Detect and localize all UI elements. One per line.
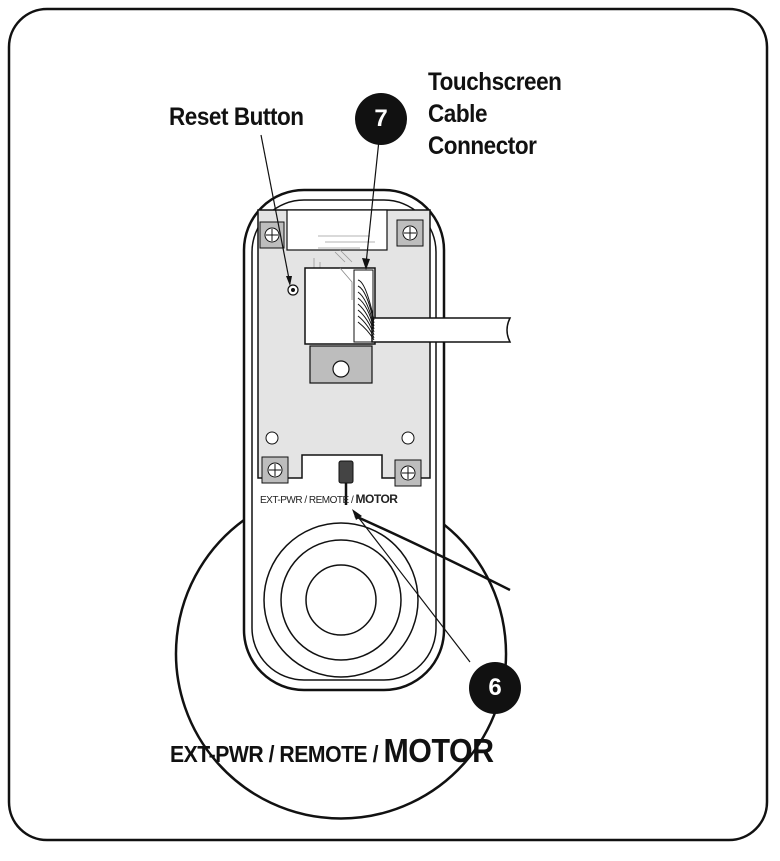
board-top-notch	[286, 209, 388, 251]
board-hole-left	[265, 431, 279, 445]
touchscreen-label-line1: Touchscreen	[428, 68, 562, 96]
housing-inner	[251, 199, 437, 681]
cable-wires	[357, 279, 375, 341]
board-hole-right	[401, 431, 415, 445]
callout-6: 6	[469, 662, 521, 714]
motor-cable-run	[354, 514, 511, 592]
motor-leader-line	[354, 512, 471, 663]
motor-connector	[338, 460, 354, 484]
touchscreen-cable	[371, 317, 512, 343]
connector-main-motor: MOTOR	[383, 732, 494, 769]
board-connector-motor: MOTOR	[355, 492, 398, 506]
touchscreen-label-line3: Connector	[428, 132, 537, 160]
spindle-middle-ring	[280, 539, 402, 661]
board-connector-label: EXT-PWR / REMOTE / MOTOR	[260, 492, 398, 506]
touchscreen-connector-label: Touchscreen Cable Connector	[428, 66, 562, 162]
spindle-inner-ring	[305, 564, 377, 636]
connector-socket	[353, 269, 374, 343]
connector-main-prefix: EXT-PWR / REMOTE /	[170, 741, 379, 767]
reset-leader-line	[260, 134, 291, 285]
screw-bottom-left	[261, 456, 289, 484]
board-connector-prefix: EXT-PWR / REMOTE /	[260, 495, 354, 506]
connector-leader-line	[365, 139, 380, 265]
reset-button-label: Reset Button	[169, 103, 304, 131]
callout-7: 7	[355, 93, 407, 145]
touchscreen-label-line2: Cable	[428, 100, 488, 128]
screw-top-right	[396, 219, 424, 247]
connector-main-label: EXT-PWR / REMOTE / MOTOR	[170, 732, 494, 770]
spindle-outer-ring	[263, 522, 419, 678]
screw-bottom-right	[394, 459, 422, 487]
